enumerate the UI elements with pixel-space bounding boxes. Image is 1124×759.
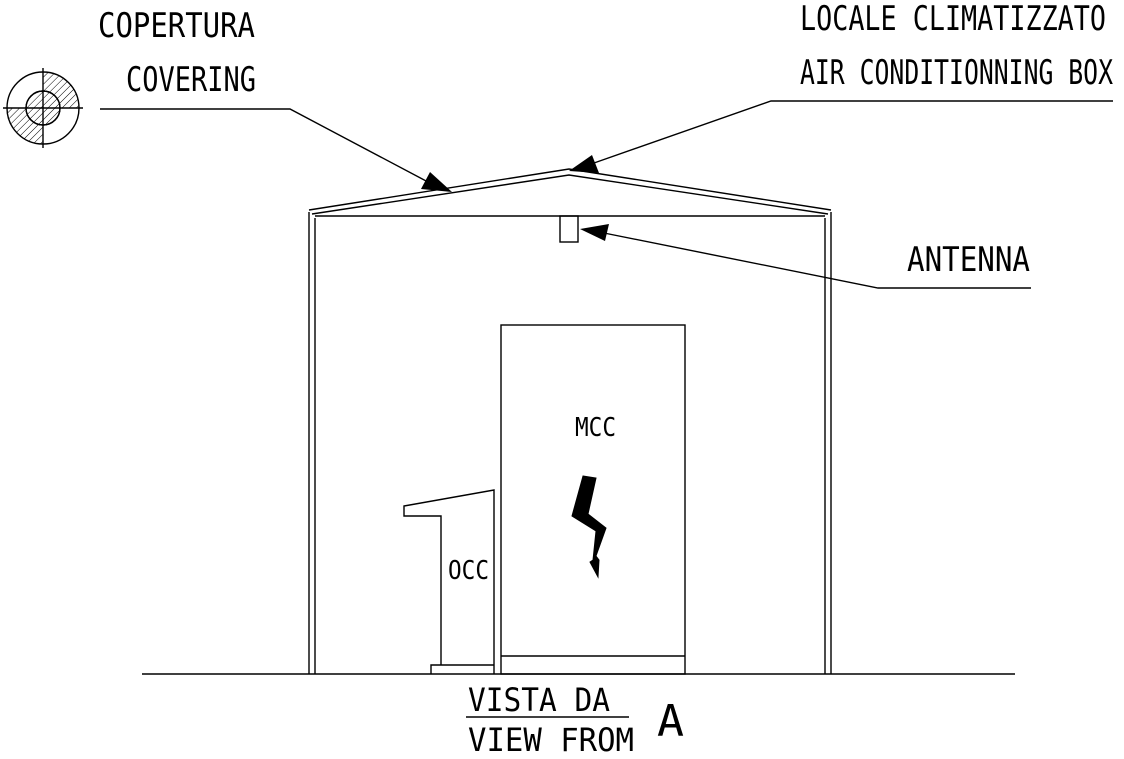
leader-arrow-icon <box>580 224 609 241</box>
leader-antenna <box>580 224 1031 289</box>
antenna-unit <box>559 215 579 243</box>
leader-arrow-icon <box>421 172 452 192</box>
label-box-it: LOCALE CLIMATIZZATO <box>800 0 1106 39</box>
label-covering-it: COPERTURA <box>98 6 255 46</box>
mcc-cabinet <box>500 324 686 675</box>
leader-covering <box>100 108 452 192</box>
label-box-en: AIR CONDITIONNING BOX <box>800 53 1113 93</box>
label-mcc: MCC <box>575 413 616 443</box>
lightning-bolt-icon <box>571 475 607 579</box>
label-antenna: ANTENNA <box>907 240 1030 280</box>
label-view-en: VIEW FROM <box>468 721 634 759</box>
roof-covering <box>308 168 832 215</box>
section-symbol-icon <box>3 68 83 148</box>
leader-arrow-icon <box>569 155 599 173</box>
occ-console <box>403 489 495 674</box>
label-covering-en: COVERING <box>126 60 256 100</box>
leader-box <box>569 100 1113 173</box>
label-occ: OCC <box>448 556 489 586</box>
shelter-walls <box>308 212 832 674</box>
label-view-letter: A <box>657 696 684 747</box>
label-view-it: VISTA DA <box>468 681 610 719</box>
